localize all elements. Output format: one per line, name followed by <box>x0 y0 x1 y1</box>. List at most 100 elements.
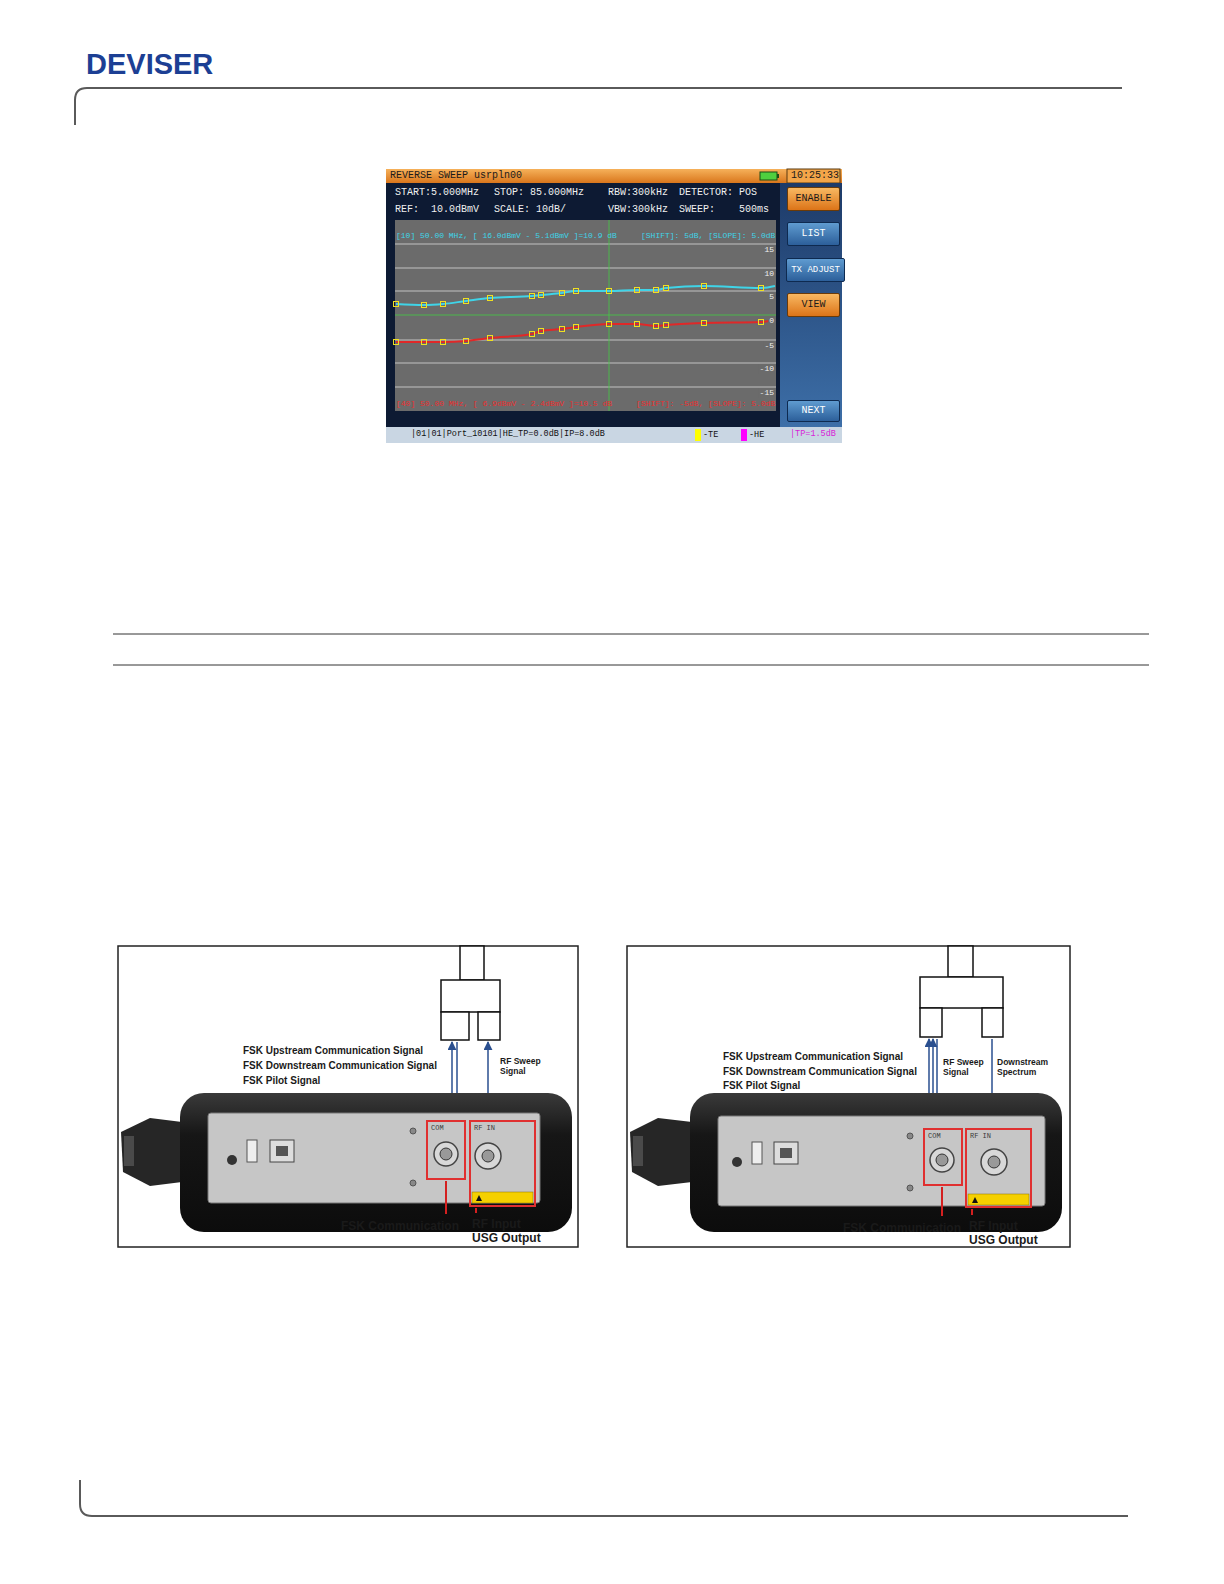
splitter <box>920 977 1003 1008</box>
splitter <box>478 1012 500 1040</box>
screw <box>410 1180 416 1186</box>
signal-name: RF Sweep Signal <box>500 1056 548 1076</box>
trace-marker <box>394 340 399 345</box>
panel-marking: COM <box>928 1132 941 1140</box>
legend-swatch <box>741 429 747 441</box>
clock: 10:25:33 <box>791 170 839 182</box>
signal-name: Downstream Spectrum <box>997 1057 1059 1077</box>
port-highlight-box: RF IN <box>469 1120 536 1207</box>
leader-lines <box>941 1187 943 1216</box>
softkey-label: LIST <box>801 228 825 240</box>
usb-port <box>752 1142 762 1164</box>
trace-marker <box>488 336 493 341</box>
screen-capture <box>386 169 842 443</box>
screw <box>907 1185 913 1191</box>
screen-capture <box>395 340 776 341</box>
screen-capture <box>777 174 779 178</box>
screen-capture <box>386 427 842 443</box>
trace-marker <box>422 340 427 345</box>
dc-jack <box>227 1155 237 1165</box>
legend-item: -TE <box>695 429 718 441</box>
screen-capture <box>386 169 842 443</box>
figure-right <box>936 1154 948 1166</box>
figure-right <box>627 946 1070 1247</box>
leader-lines <box>446 1181 476 1214</box>
com-connector <box>930 1148 954 1172</box>
trace-marker <box>530 294 535 299</box>
port-highlight-box: COM <box>426 1120 466 1180</box>
screen-capture <box>609 220 610 411</box>
setting: VBW:300kHz <box>608 204 668 216</box>
leader-lines <box>475 1208 477 1213</box>
trace-marker <box>635 322 640 327</box>
splitter <box>441 980 500 1012</box>
port-highlight-box: RF IN <box>965 1128 1032 1208</box>
signal-name: FSK Upstream Communication Signal <box>243 1045 423 1057</box>
trace-marker <box>394 302 399 307</box>
strap <box>121 1118 182 1186</box>
sweep-traces <box>394 284 776 345</box>
port-name: RF Input USG Output <box>472 1217 548 1246</box>
splitter <box>948 946 973 977</box>
shift-slope: [SHIFT]: 5dB, [SLOPE]: 5.0dB <box>641 231 775 241</box>
page-frame <box>75 88 1122 125</box>
setting: DETECTOR: POS <box>679 187 757 199</box>
trace-he <box>396 320 775 342</box>
strap <box>630 1118 692 1186</box>
figure-right <box>988 1156 1000 1168</box>
softkey-label: VIEW <box>801 299 825 311</box>
trace-te <box>396 286 775 305</box>
trace-marker <box>759 286 764 291</box>
axis-value: -15 <box>759 388 775 398</box>
trace-marker <box>464 299 469 304</box>
signal-name: FSK Pilot Signal <box>243 1075 320 1087</box>
port-name: FSK Communication <box>843 1221 961 1235</box>
splitter <box>982 1008 1003 1037</box>
legend-item: -HE <box>741 429 764 441</box>
legend-swatch <box>695 429 701 441</box>
setting: RBW:300kHz <box>608 187 668 199</box>
trace-marker <box>441 302 446 307</box>
axis-value: -10 <box>759 364 775 374</box>
panel-marking: COM <box>431 1124 444 1132</box>
trace-marker <box>607 289 612 294</box>
strap-buckle <box>124 1136 134 1166</box>
setting: REF: 10.0dBmV <box>395 204 479 216</box>
axis-value: -5 <box>763 341 775 351</box>
trace-marker <box>539 329 544 334</box>
marker-readout: [40] 50.00 MHz, [ 6.9dBmV - 2.4dBmV ]=10… <box>396 399 612 409</box>
strap-buckle <box>633 1136 643 1166</box>
port-name: RF Input USG Output <box>969 1219 1045 1248</box>
port-highlight-box: COM <box>923 1128 963 1186</box>
splitter <box>920 946 1003 1037</box>
table-rules <box>113 634 1149 635</box>
screen-capture <box>386 169 842 183</box>
trace-marker <box>560 291 565 296</box>
legend-label: -TE <box>703 430 718 440</box>
ethernet-port <box>270 1140 294 1162</box>
softkey-label: NEXT <box>801 405 825 417</box>
trace-marker <box>560 327 565 332</box>
leader-lines <box>942 1187 972 1216</box>
screen-capture <box>395 315 776 316</box>
figure-left <box>440 1148 452 1160</box>
file-name: usrpln00 <box>474 170 522 182</box>
trace-marker <box>759 320 764 325</box>
signal-name: FSK Pilot Signal <box>723 1080 800 1092</box>
trace-marker <box>664 323 669 328</box>
axis-value: 10 <box>763 269 775 279</box>
figure-right <box>627 946 1070 1247</box>
figure-left <box>118 946 578 1247</box>
trace-marker <box>441 340 446 345</box>
splitter <box>920 1008 942 1037</box>
softkey-button: VIEW <box>787 293 840 317</box>
softkey-button: NEXT <box>787 400 840 422</box>
trace-marker <box>702 321 707 326</box>
setting: START:5.000MHz <box>395 187 479 199</box>
rf-connector <box>475 1143 501 1169</box>
trace-marker <box>488 296 493 301</box>
figure-left <box>118 946 578 1247</box>
leader-lines <box>971 1209 973 1215</box>
screen-capture <box>395 220 776 411</box>
trace-marker <box>574 289 579 294</box>
